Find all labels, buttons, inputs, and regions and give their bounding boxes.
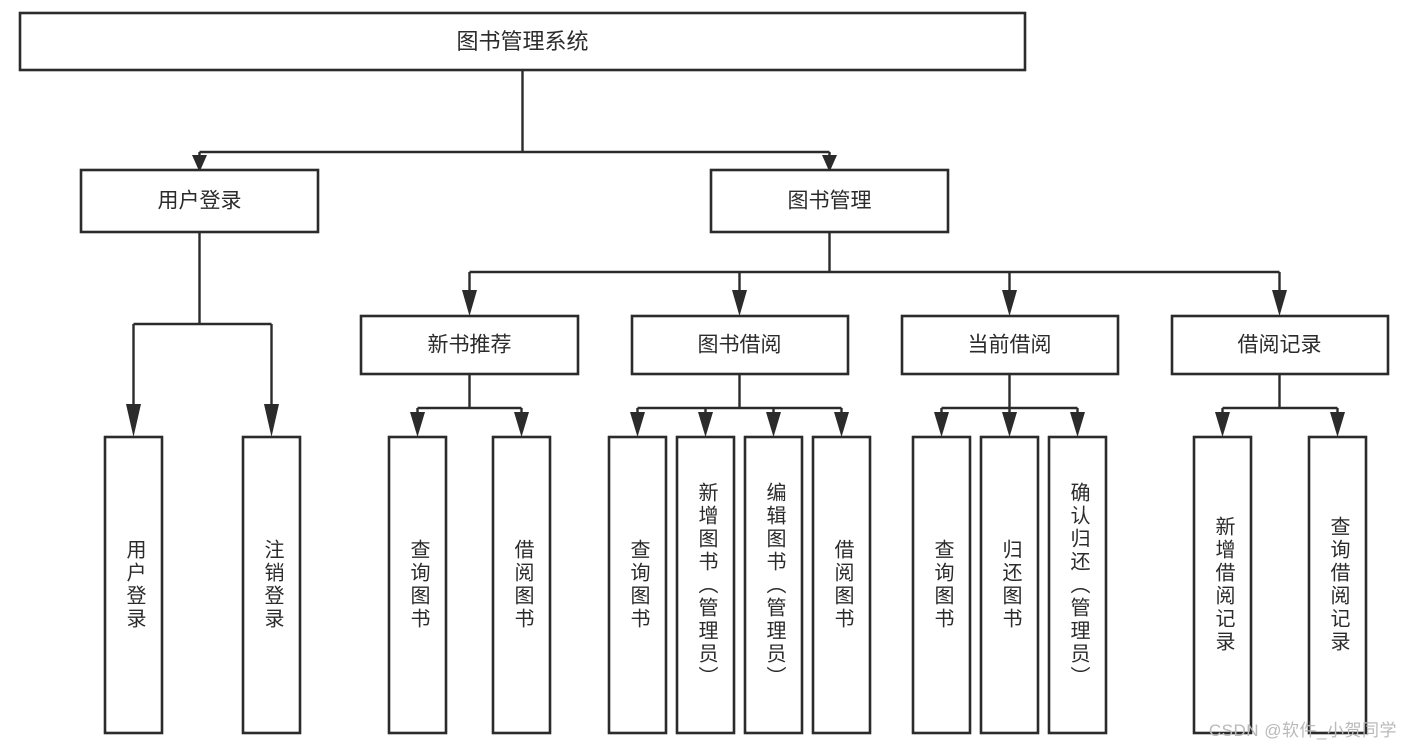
arrow-head-book-manage <box>822 155 837 172</box>
node-current-borrow-label: 当前借阅 <box>968 334 1052 357</box>
arrow-head-leaf-user-login <box>126 404 141 437</box>
node-book-manage[interactable] <box>709 168 950 234</box>
node-root[interactable] <box>18 11 1027 72</box>
leaf-box-bb-add-book[interactable] <box>675 435 736 735</box>
node-current-borrow[interactable] <box>900 314 1120 376</box>
arrow-head-nbr-borrow <box>514 412 529 437</box>
arrow-head-borrow-record <box>1272 290 1287 316</box>
leaf-box-br-add-record[interactable] <box>1192 435 1253 735</box>
leaf-box-user-login[interactable] <box>103 435 164 735</box>
arrow-head-current-borrow <box>1002 290 1017 316</box>
leaf-box-nbr-borrow-book[interactable] <box>491 435 552 735</box>
leaf-box-bb-query-book[interactable] <box>607 435 668 735</box>
arrow-head-user-login <box>192 155 207 172</box>
node-user-login-label: 用户登录 <box>158 190 242 213</box>
arrow-head-new-book-rec <box>462 290 477 316</box>
arrow-head-bb-add <box>698 412 713 437</box>
node-borrow-record-label: 借阅记录 <box>1238 334 1322 357</box>
node-new-book-recommend-label: 新书推荐 <box>428 334 512 357</box>
arrow-head-book-borrow <box>732 290 747 316</box>
connector-group-book-manage <box>462 232 1287 316</box>
arrow-head-cb-confirm <box>1070 412 1085 437</box>
leaf-box-bb-edit-book[interactable] <box>743 435 804 735</box>
leaf-box-nbr-query-book[interactable] <box>387 435 448 735</box>
leaf-box-cb-query-book[interactable] <box>911 435 972 735</box>
leaf-box-cb-return-book[interactable] <box>979 435 1040 735</box>
connector-group-borrow-record <box>1215 374 1345 437</box>
arrow-head-leaf-logout <box>264 404 279 437</box>
node-borrow-record[interactable] <box>1170 314 1390 376</box>
node-root-label: 图书管理系统 <box>456 29 588 54</box>
connector-group-user-login <box>126 232 279 437</box>
arrow-head-cb-return <box>1002 412 1017 437</box>
leaf-box-bb-borrow-book[interactable] <box>811 435 872 735</box>
node-new-book-recommend[interactable] <box>359 314 580 376</box>
node-book-manage-label: 图书管理 <box>788 190 872 213</box>
arrow-head-nbr-query <box>410 412 425 437</box>
leaf-box-br-query-record[interactable] <box>1307 435 1368 735</box>
arrow-head-cb-query <box>934 412 949 437</box>
connector-group-book-borrow <box>630 374 849 437</box>
arrow-head-br-query <box>1330 412 1345 437</box>
node-book-borrow-label: 图书借阅 <box>698 334 782 357</box>
leaf-box-cb-confirm-return[interactable] <box>1047 435 1108 735</box>
connector-group-new-book-rec <box>410 374 529 437</box>
arrow-head-bb-edit <box>766 412 781 437</box>
arrow-head-bb-query <box>630 412 645 437</box>
connector-group-current-borrow <box>934 374 1085 437</box>
leaf-box-logout[interactable] <box>241 435 302 735</box>
arrow-head-br-add <box>1215 412 1230 437</box>
connector-group-root <box>192 70 837 172</box>
csdn-watermark: CSDN @软件_小贺同学 <box>1208 721 1397 740</box>
node-user-login[interactable] <box>79 168 320 234</box>
arrow-head-bb-borrow <box>834 412 849 437</box>
node-book-borrow[interactable] <box>630 314 850 376</box>
